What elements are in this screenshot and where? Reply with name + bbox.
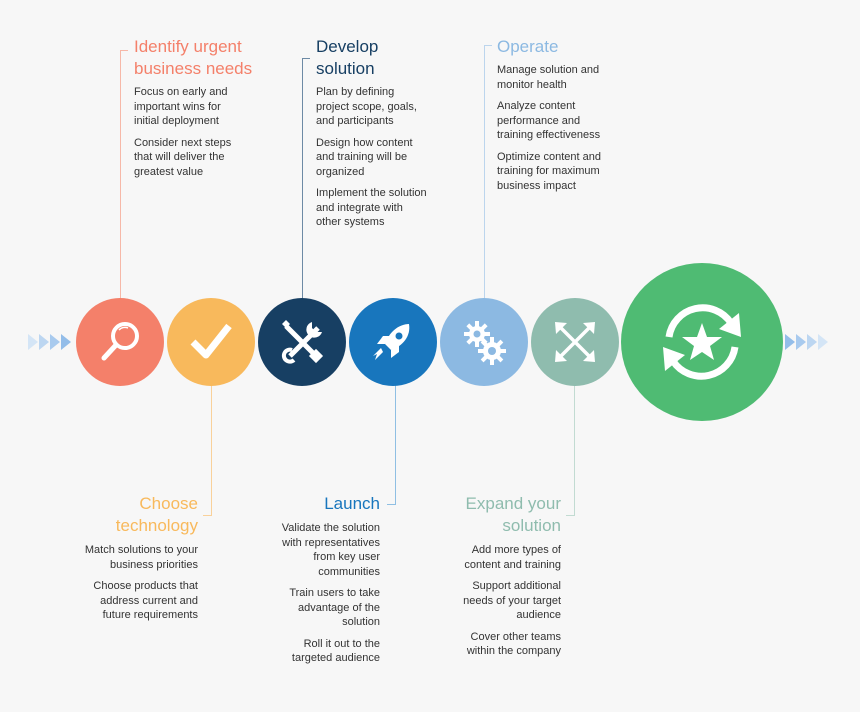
operate-title: Operate <box>497 37 559 56</box>
operate-item: Manage solution and monitor health <box>497 64 600 91</box>
expand-item: Support additional needs of your target … <box>463 580 561 621</box>
identify-title: Identify urgent business needs <box>134 37 253 78</box>
identify-connector <box>120 50 121 300</box>
operate-connector-tick <box>484 45 492 46</box>
incoming-arrows-icon <box>28 334 71 350</box>
develop-circle <box>258 298 346 386</box>
launch-item: Roll it out to the targeted audience <box>291 637 380 665</box>
outgoing-arrows-icon <box>785 334 828 350</box>
develop-title: Develop solution <box>316 37 379 78</box>
launch-connector <box>395 384 396 505</box>
launch-item: Train users to take advantage of the sol… <box>289 587 380 628</box>
develop-description: Plan by defining project scope, goals, a… <box>316 85 427 237</box>
refresh-star-icon <box>663 304 741 380</box>
launch-title: Launch <box>324 494 380 513</box>
choose-connector-tick <box>203 515 211 516</box>
rocket-icon <box>373 324 410 360</box>
develop-item: Implement the solution and integrate wit… <box>316 187 427 228</box>
identify-description: Focus on early and important wins for in… <box>134 85 231 186</box>
launch-connector-tick <box>387 504 395 505</box>
launch-circle <box>349 298 437 386</box>
identify-item: Focus on early and important wins for in… <box>134 86 228 127</box>
expand-title: Expand your solution <box>465 494 561 535</box>
identify-item: Consider next steps that will deliver th… <box>134 136 232 178</box>
choose-description: Match solutions to your business priorit… <box>85 543 198 630</box>
expand-item: Cover other teams within the company <box>466 630 561 658</box>
identify-circle <box>76 298 164 386</box>
launch-item: Validate the solution with representativ… <box>281 522 380 578</box>
choose-item: Choose products that address current and… <box>93 580 198 621</box>
develop-connector <box>302 58 303 300</box>
develop-connector-tick <box>302 58 310 59</box>
expand-connector <box>574 384 575 516</box>
expand-description: Add more types of content and training S… <box>463 543 561 666</box>
operate-item: Optimize content and training for maximu… <box>497 150 601 192</box>
operate-circle <box>440 298 528 386</box>
develop-item: Plan by defining project scope, goals, a… <box>316 86 417 127</box>
launch-description: Validate the solution with representativ… <box>282 521 380 673</box>
choose-title: Choose technology <box>115 494 198 535</box>
tools-icon <box>281 320 324 364</box>
expand-arrows-icon <box>555 322 595 362</box>
checkmark-icon <box>190 323 232 359</box>
expand-connector-tick <box>566 515 574 516</box>
operate-connector <box>484 45 485 300</box>
gears-icon <box>464 321 506 365</box>
choose-connector <box>211 384 212 516</box>
magnifier-icon <box>101 322 139 361</box>
cycle-circle <box>621 263 783 421</box>
operate-item: Analyze content performance and training… <box>497 100 601 141</box>
operate-description: Manage solution and monitor health Analy… <box>497 63 601 200</box>
expand-item: Add more types of content and training <box>464 544 561 571</box>
expand-circle <box>531 298 619 386</box>
choose-item: Match solutions to your business priorit… <box>84 544 198 571</box>
identify-connector-tick <box>120 50 128 51</box>
develop-item: Design how content and training will be … <box>316 136 413 178</box>
choose-circle <box>167 298 255 386</box>
